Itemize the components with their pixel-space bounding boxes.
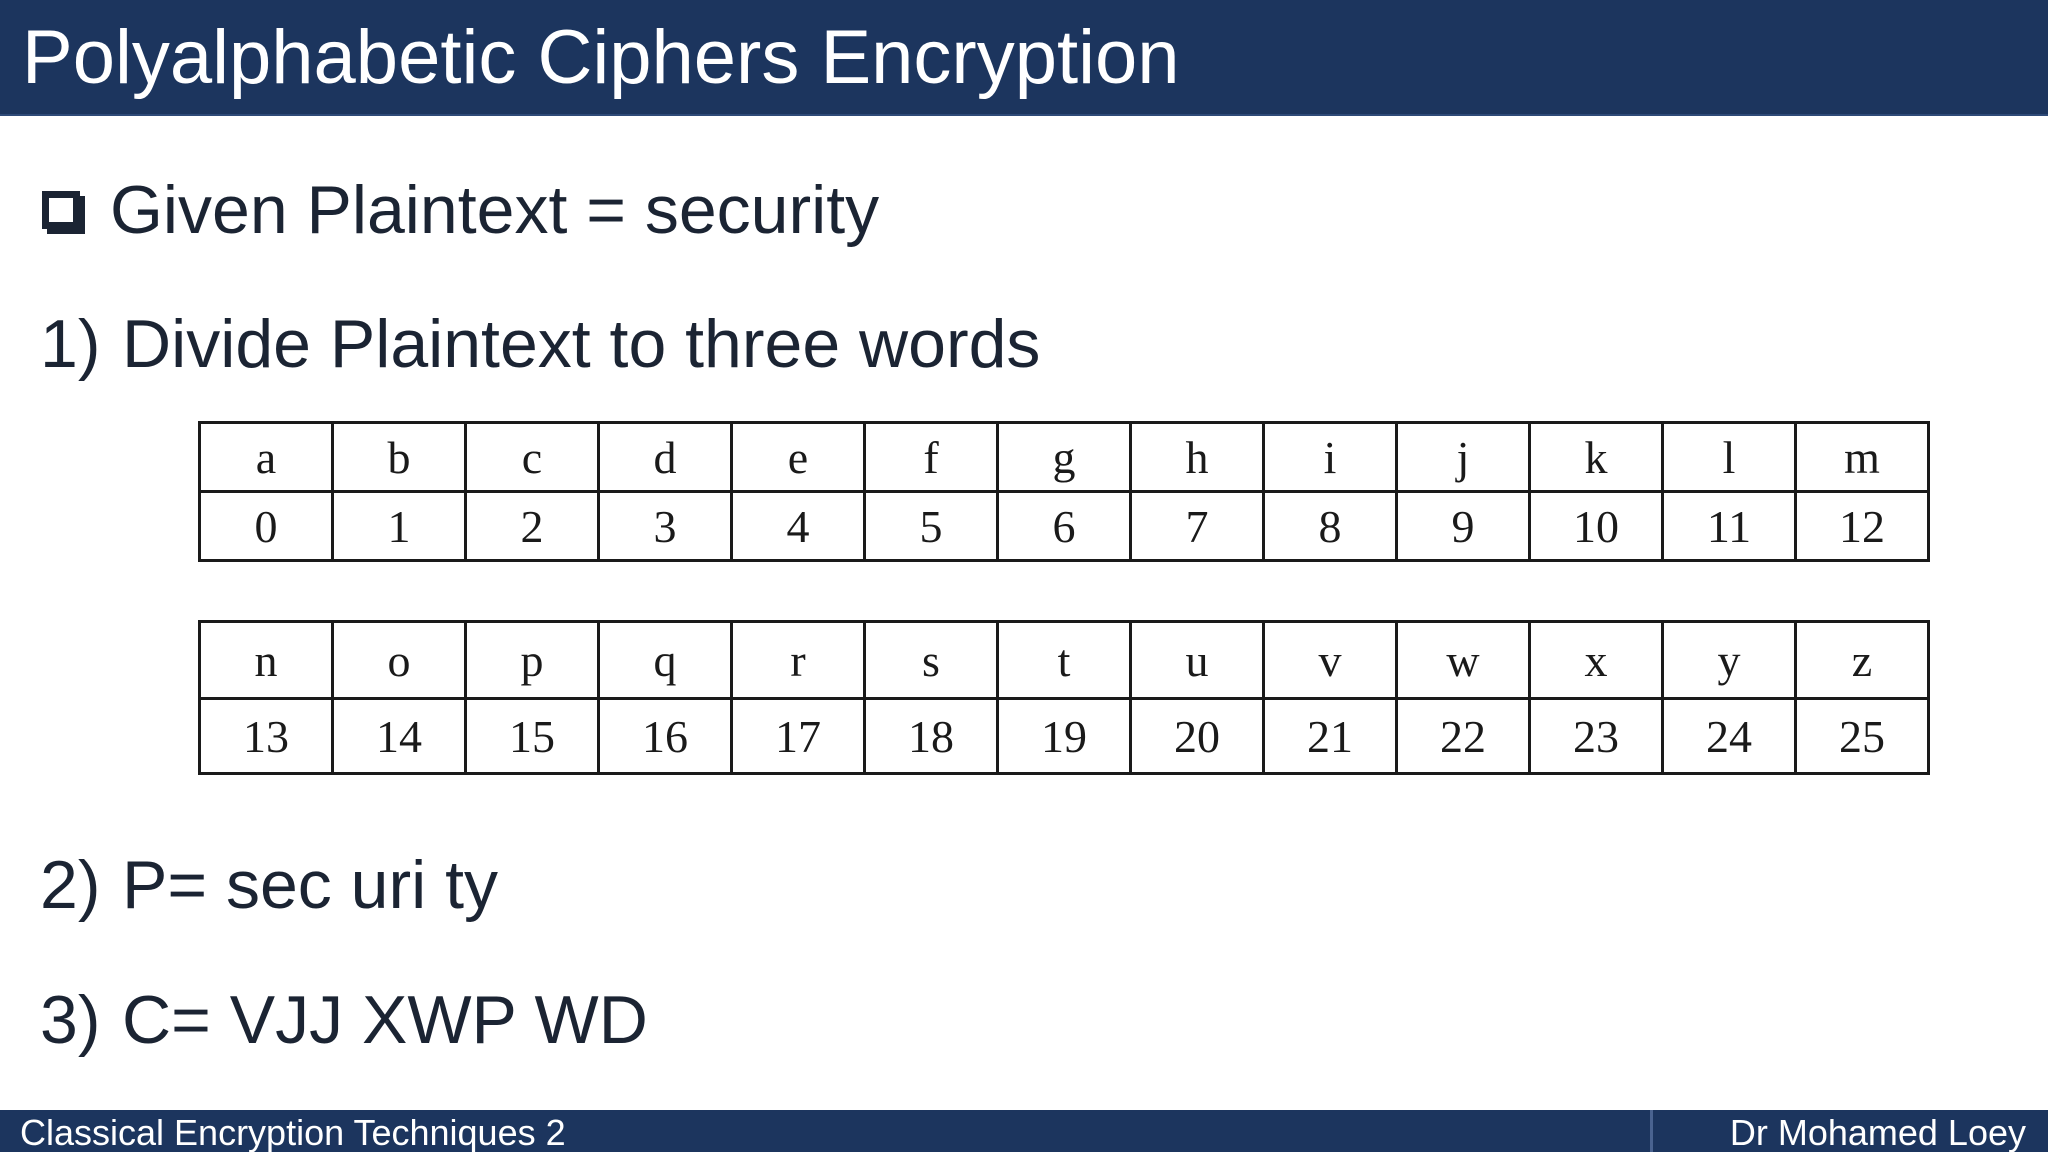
footer-author: Dr Mohamed Loey <box>1729 1112 2026 1153</box>
letter-cell: d <box>597 421 733 493</box>
letter-cell: x <box>1528 620 1664 700</box>
number-cell: 16 <box>597 697 733 775</box>
step-1-text: Divide Plaintext to three words <box>122 306 1041 382</box>
number-cell: 22 <box>1395 697 1531 775</box>
letter-cell: g <box>996 421 1132 493</box>
letter-cell: o <box>331 620 467 700</box>
footer-divider <box>1650 1110 1653 1152</box>
number-cell: 4 <box>730 490 866 562</box>
letter-cell: z <box>1794 620 1930 700</box>
letter-cell: k <box>1528 421 1664 493</box>
number-cell: 9 <box>1395 490 1531 562</box>
number-cell: 13 <box>198 697 334 775</box>
number-cell: 11 <box>1661 490 1797 562</box>
letter-cell: n <box>198 620 334 700</box>
letter-cell: c <box>464 421 600 493</box>
number-cell: 24 <box>1661 697 1797 775</box>
letter-cell: b <box>331 421 467 493</box>
letter-cell: l <box>1661 421 1797 493</box>
number-cell: 23 <box>1528 697 1664 775</box>
number-cell: 8 <box>1262 490 1398 562</box>
letter-cell: v <box>1262 620 1398 700</box>
letter-cell: t <box>996 620 1132 700</box>
letter-cell: p <box>464 620 600 700</box>
number-cell: 2 <box>464 490 600 562</box>
step-3: 3) C= VJJ XWP WD <box>40 980 648 1060</box>
slide-footer: Classical Encryption Techniques 2 Dr Moh… <box>0 1110 2048 1153</box>
number-cell: 5 <box>863 490 999 562</box>
number-cell: 19 <box>996 697 1132 775</box>
step-3-text: C= VJJ XWP WD <box>122 982 648 1058</box>
letter-cell: e <box>730 421 866 493</box>
number-cell: 12 <box>1794 490 1930 562</box>
number-cell: 6 <box>996 490 1132 562</box>
letter-cell: q <box>597 620 733 700</box>
number-cell: 17 <box>730 697 866 775</box>
letter-cell: y <box>1661 620 1797 700</box>
number-cell: 20 <box>1129 697 1265 775</box>
step-2-number: 2) <box>40 847 101 923</box>
given-plaintext-text: Given Plaintext = security <box>110 172 880 248</box>
footer-course-title: Classical Encryption Techniques 2 <box>20 1112 566 1153</box>
number-cell: 0 <box>198 490 334 562</box>
number-cell: 3 <box>597 490 733 562</box>
number-cell: 21 <box>1262 697 1398 775</box>
letter-cell: f <box>863 421 999 493</box>
number-cell: 14 <box>331 697 467 775</box>
letter-cell: w <box>1395 620 1531 700</box>
letter-cell: h <box>1129 421 1265 493</box>
slide-header: Polyalphabetic Ciphers Encryption <box>0 0 2048 116</box>
number-cell: 15 <box>464 697 600 775</box>
step-3-number: 3) <box>40 982 101 1058</box>
letter-cell: a <box>198 421 334 493</box>
letter-cell: m <box>1794 421 1930 493</box>
step-1: 1) Divide Plaintext to three words <box>40 304 1040 384</box>
number-cell: 1 <box>331 490 467 562</box>
letter-cell: u <box>1129 620 1265 700</box>
letter-cell: r <box>730 620 866 700</box>
number-cell: 18 <box>863 697 999 775</box>
letter-cell: j <box>1395 421 1531 493</box>
number-cell: 25 <box>1794 697 1930 775</box>
step-1-number: 1) <box>40 306 101 382</box>
letter-cell: i <box>1262 421 1398 493</box>
given-plaintext-line: Given Plaintext = security <box>42 170 879 250</box>
letter-cell: s <box>863 620 999 700</box>
step-2-text: P= sec uri ty <box>122 847 499 923</box>
slide-title: Polyalphabetic Ciphers Encryption <box>22 15 1180 100</box>
step-2: 2) P= sec uri ty <box>40 845 498 925</box>
number-cell: 10 <box>1528 490 1664 562</box>
number-cell: 7 <box>1129 490 1265 562</box>
checkbox-bullet-icon <box>42 191 80 229</box>
